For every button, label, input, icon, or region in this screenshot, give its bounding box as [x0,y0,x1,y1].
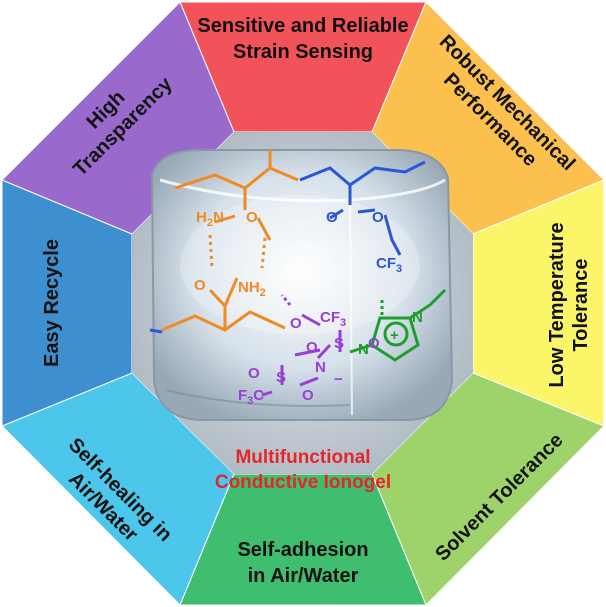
ester-polymer [149,160,426,334]
svg-text:+: + [390,327,399,344]
label-right-line2: Tolerance [570,259,592,352]
svg-text:−: − [334,371,343,388]
center-title: Multifunctional Conductive Ionogel [215,447,391,493]
svg-text:O: O [368,335,380,352]
svg-text:H2N: H2N [196,209,224,229]
svg-text:O: O [290,315,302,332]
svg-text:S: S [334,335,344,352]
svg-text:O: O [306,339,318,356]
label-right-line1: Low Temperature [546,222,568,387]
imidazolium-cation [349,288,447,362]
svg-text:O: O [194,277,206,294]
label-top-line1: Sensitive and Reliable [197,15,408,37]
label-top: Sensitive and Reliable Strain Sensing [197,15,408,63]
label-left-line1: Easy Recycle [41,239,63,367]
chemical-structure: H2N O O NH2 O O CF3 CF3 O S O O N S O O … [149,150,447,407]
amide-polymer [161,150,299,332]
svg-text:O: O [246,209,258,226]
svg-text:O: O [372,209,384,226]
label-top-line2: Strain Sensing [233,41,373,63]
svg-text:O: O [326,209,338,226]
tfsi-anion [261,294,342,397]
label-bottom-line2: in Air/Water [248,565,359,587]
svg-text:NH2: NH2 [238,279,266,299]
svg-text:S: S [276,369,286,386]
svg-text:N: N [412,309,423,326]
center-title-line2: Conductive Ionogel [215,472,391,493]
center-title-line1: Multifunctional [235,447,370,468]
svg-text:CF3: CF3 [320,309,346,329]
label-right: Low Temperature Tolerance [546,222,592,387]
label-bottom: Self-adhesion in Air/Water [237,539,368,587]
label-left: Easy Recycle [41,239,63,367]
svg-text:N: N [358,341,369,358]
ice-cube [150,149,454,421]
svg-text:CF3: CF3 [376,255,402,275]
svg-text:F3C: F3C [238,387,264,407]
label-bottom-line1: Self-adhesion [237,539,368,561]
chemical-labels: H2N O O NH2 O O CF3 CF3 O S O O N S O O … [194,209,423,407]
svg-text:O: O [302,387,314,404]
svg-text:O: O [248,365,260,382]
svg-text:N: N [315,359,326,376]
